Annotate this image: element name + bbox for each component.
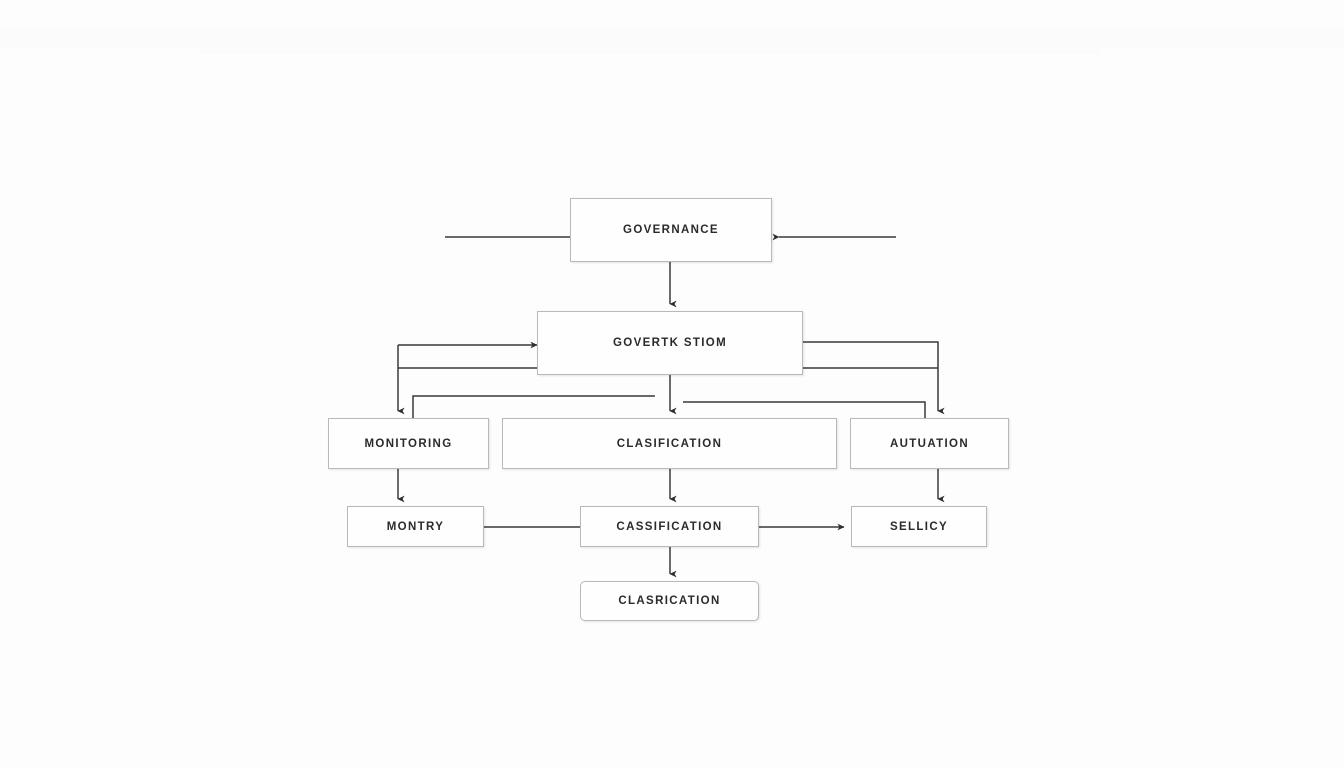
node-clasification-label: CLASIFICATION — [616, 437, 723, 450]
node-governance[interactable]: GOVERNANCE — [570, 198, 772, 262]
node-montry[interactable]: MONTRY — [347, 506, 484, 547]
node-montry-label: MONTRY — [386, 520, 445, 533]
node-clasrication-label: CLASRICATION — [618, 595, 721, 607]
node-cassification[interactable]: CASSIFICATION — [580, 506, 759, 547]
node-sellicy-label: SELLICY — [889, 520, 948, 533]
connector-govertk-left-elbow — [398, 367, 556, 375]
node-monitoring-label: MONITORING — [364, 437, 453, 450]
connector-left-secondary-rail — [412, 395, 655, 418]
node-sellicy[interactable]: SELLICY — [851, 506, 987, 547]
node-govertk-stiom-label: GOVERTK STIOM — [612, 337, 728, 349]
node-govertk-stiom[interactable]: GOVERTK STIOM — [537, 311, 803, 375]
node-clasification[interactable]: CLASIFICATION — [502, 418, 837, 469]
node-governance-label: GOVERNANCE — [623, 224, 719, 236]
node-clasrication[interactable]: CLASRICATION — [580, 581, 759, 621]
connector-govertk-right-elbow — [785, 367, 938, 375]
connector-right-secondary-rail — [683, 401, 926, 418]
node-cassification-label: CASSIFICATION — [616, 520, 723, 533]
node-autuation[interactable]: AUTUATION — [850, 418, 1009, 469]
node-monitoring[interactable]: MONITORING — [328, 418, 489, 469]
node-autuation-label: AUTUATION — [889, 437, 969, 450]
connector-govertk-stiom-to-autuation — [803, 341, 945, 415]
